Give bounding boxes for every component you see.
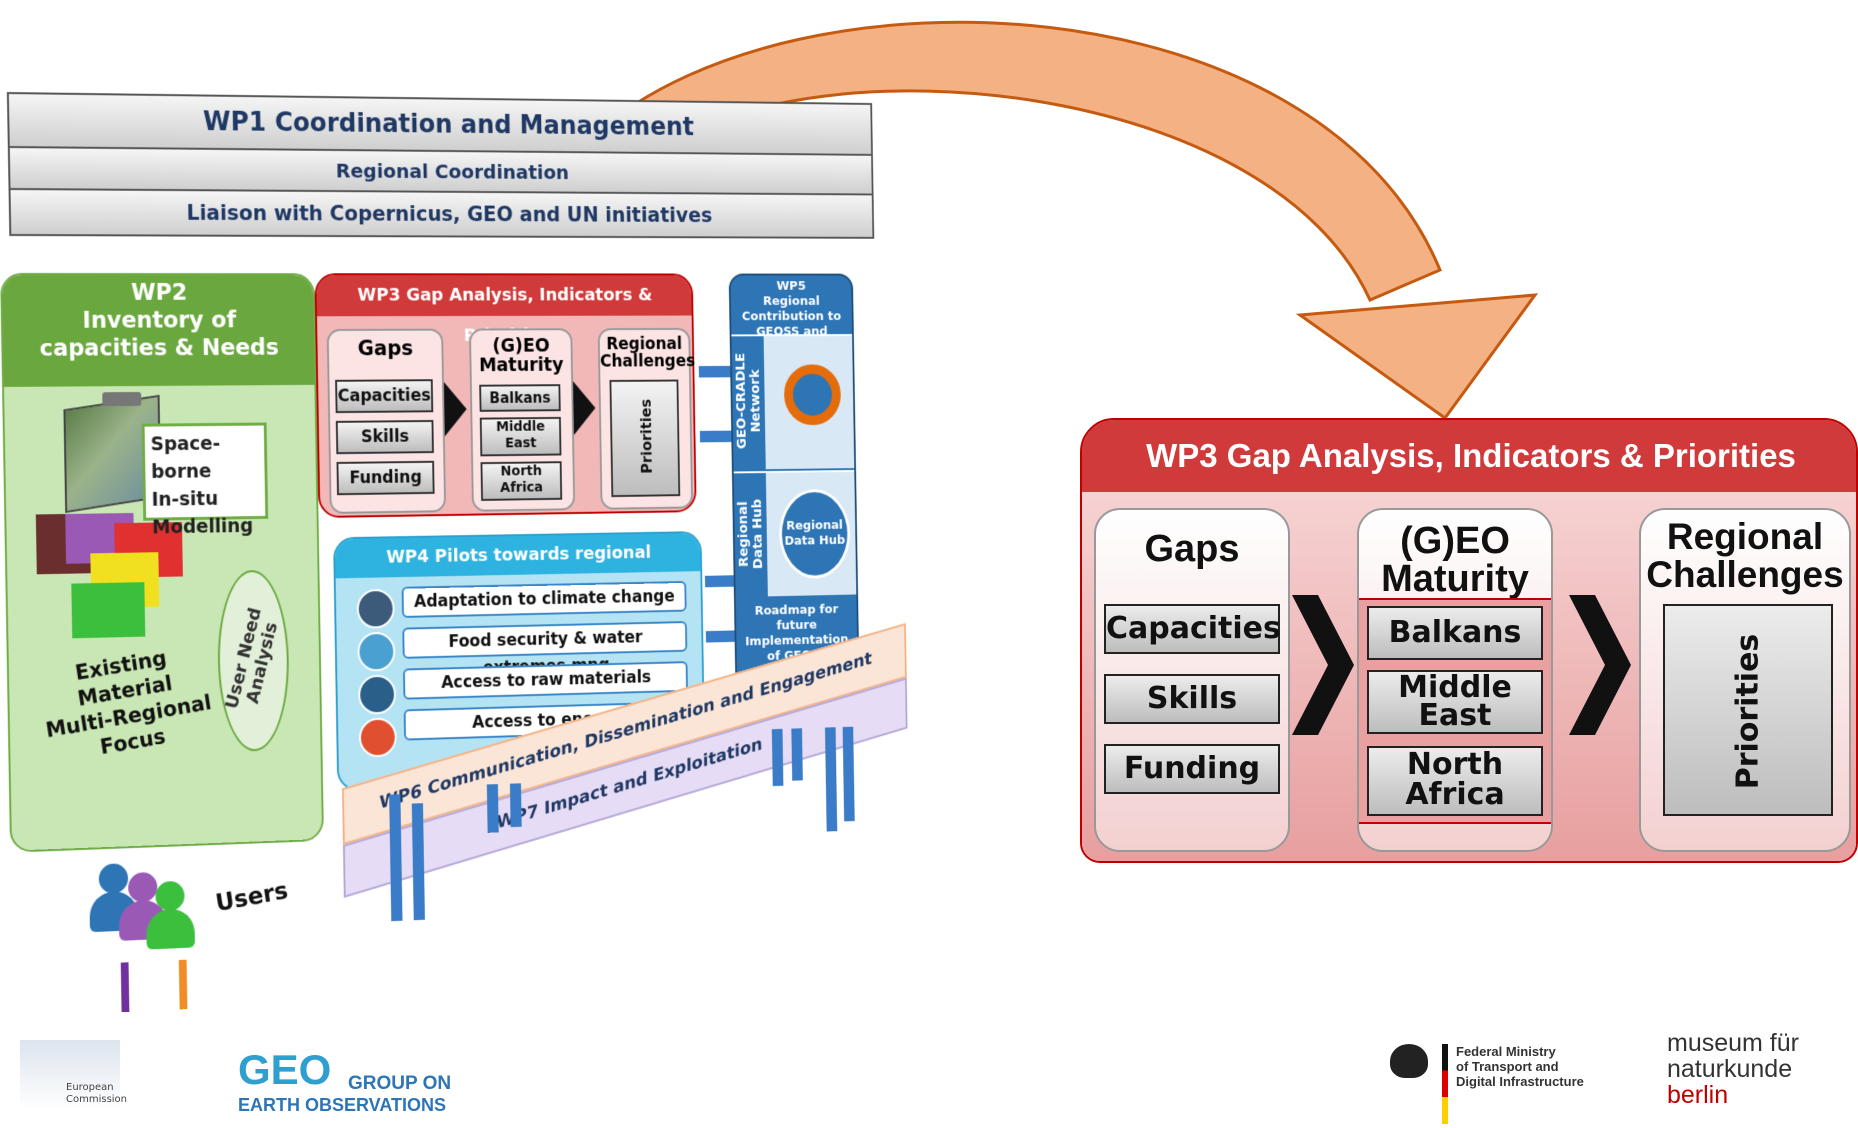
ministry-line2: of Transport and	[1456, 1059, 1559, 1074]
german-flag-stripe	[1442, 1044, 1448, 1124]
federal-eagle-icon	[1390, 1044, 1428, 1078]
gaps-column: Gaps Capacities Skills Funding	[1094, 508, 1290, 852]
gap-funding: Funding	[1104, 744, 1280, 794]
gap-skills: Skills	[1104, 674, 1280, 724]
priorities-label: Priorities	[1730, 633, 1766, 790]
museum-line1: museum für	[1667, 1029, 1799, 1057]
ec-line1: European	[66, 1082, 114, 1093]
region-middle-east: Middle East	[1367, 670, 1543, 734]
priorities-box: Priorities	[1663, 604, 1833, 816]
gap-capacities: Capacities	[1104, 604, 1281, 654]
ministry-line1: Federal Ministry	[1456, 1044, 1556, 1059]
ministry-line3: Digital Infrastructure	[1456, 1074, 1584, 1089]
ministry-text: Federal Ministry of Transport and Digita…	[1456, 1044, 1584, 1089]
east-label: East	[1418, 698, 1492, 733]
maturity-line1: (G)EO	[1400, 520, 1510, 562]
maturity-line2: Maturity	[1381, 558, 1529, 600]
svg-text:GEO: GEO	[238, 1050, 331, 1090]
chevron-right-icon	[1292, 595, 1354, 735]
challenges-column: Regional Challenges Priorities	[1639, 508, 1851, 852]
ec-line2: Commission	[66, 1094, 128, 1105]
gaps-heading: Gaps	[1144, 528, 1240, 570]
africa-label: Africa	[1405, 777, 1505, 812]
geo-logo: GEO	[238, 1046, 338, 1094]
challenges-line1: Regional	[1666, 516, 1824, 557]
region-north-africa: North Africa	[1367, 746, 1543, 816]
museum-line2: naturkunde	[1667, 1055, 1793, 1083]
users-feedback-arrows	[0, 88, 917, 1018]
ec-logo: European Commission	[20, 1040, 127, 1110]
geo-line2: EARTH OBSERVATIONS	[238, 1095, 447, 1115]
wp3-zoom-header: WP3 Gap Analysis, Indicators & Prioritie…	[1082, 420, 1856, 492]
challenges-heading: Regional Challenges	[1641, 518, 1849, 594]
middle-label: Middle	[1398, 670, 1512, 705]
region-balkans: Balkans	[1367, 606, 1543, 660]
museum-logo: museum für naturkunde berlin	[1667, 1030, 1799, 1108]
project-structure-diagram: WP1 Coordination and Management Regional…	[0, 88, 917, 1018]
museum-line3: berlin	[1667, 1081, 1729, 1109]
chevron-right-icon-2	[1569, 595, 1631, 735]
wp3-zoom-panel: WP3 Gap Analysis, Indicators & Prioritie…	[1080, 418, 1858, 863]
geo-text: GROUP ON EARTH OBSERVATIONS	[238, 1073, 451, 1116]
maturity-column: (G)EO Maturity Balkans Middle East North…	[1357, 508, 1553, 852]
challenges-line2: Challenges	[1646, 554, 1844, 595]
geo-logo-mark: GEO	[238, 1046, 331, 1093]
geo-line1: GROUP ON	[348, 1073, 452, 1094]
north-label: North	[1406, 747, 1504, 782]
maturity-heading: (G)EO Maturity	[1359, 522, 1551, 598]
